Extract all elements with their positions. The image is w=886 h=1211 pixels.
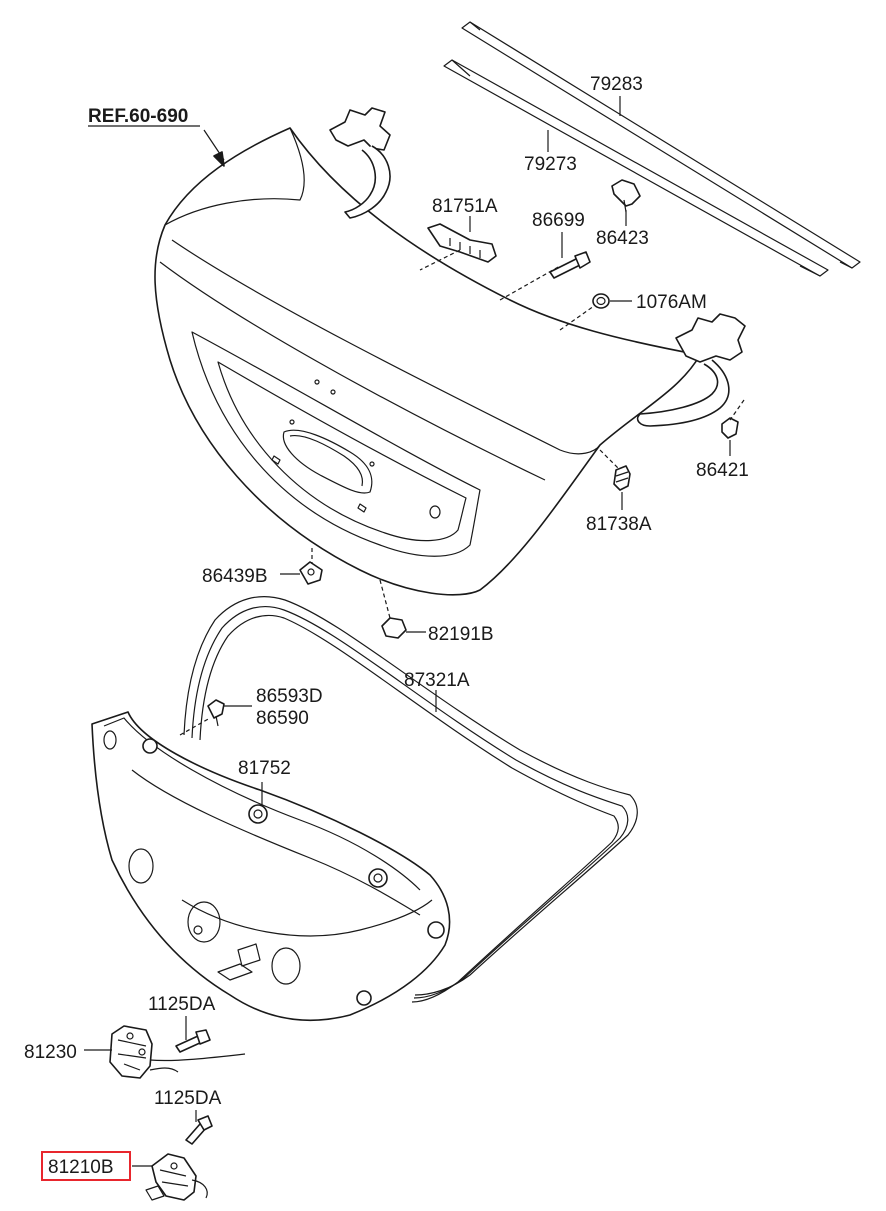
label-1125DA-upper[interactable]: 1125DA [148, 994, 216, 1015]
label-86439B[interactable]: 86439B [202, 566, 268, 587]
label-1076AM[interactable]: 1076AM [636, 292, 707, 313]
label-87321A[interactable]: 87321A [404, 670, 470, 691]
label-86593D[interactable]: 86593D [256, 686, 323, 707]
latch-81230[interactable] [109, 1025, 246, 1079]
grommet-1076AM[interactable] [592, 293, 610, 309]
weatherstrip-87321A[interactable] [183, 596, 638, 1003]
label-81230[interactable]: 81230 [24, 1042, 77, 1063]
actuator-81210B[interactable] [145, 1153, 208, 1201]
label-81751A[interactable]: 81751A [432, 196, 498, 217]
left-hinge [329, 107, 391, 219]
label-82191B[interactable]: 82191B [428, 624, 494, 645]
bolt-86699[interactable] [549, 251, 591, 279]
trim-panel-81752[interactable] [91, 711, 451, 1021]
label-81210B[interactable]: 81210B [48, 1157, 114, 1178]
bolt-1125DA-lower[interactable] [185, 1115, 213, 1145]
label-81752[interactable]: 81752 [238, 758, 291, 779]
label-79283[interactable]: 79283 [590, 74, 643, 95]
plug-82191B[interactable] [381, 617, 407, 639]
label-86590[interactable]: 86590 [256, 708, 309, 729]
highlight-box-81210B [41, 1151, 131, 1181]
clip-86439B[interactable] [299, 561, 323, 585]
label-79273[interactable]: 79273 [524, 154, 577, 175]
clip-86421[interactable] [721, 417, 739, 439]
right-hinge [636, 313, 746, 427]
trunk-lid[interactable] [154, 127, 701, 596]
label-81738A[interactable]: 81738A [586, 514, 652, 535]
leader-lines [84, 96, 745, 1167]
rod-79273[interactable] [443, 59, 829, 277]
bolt-1125DA-upper[interactable] [175, 1029, 211, 1053]
label-86699[interactable]: 86699 [532, 210, 585, 231]
rod-79283[interactable] [461, 21, 861, 269]
label-86421[interactable]: 86421 [696, 460, 749, 481]
label-86423[interactable]: 86423 [596, 228, 649, 249]
fastener-86593D[interactable] [207, 699, 225, 727]
label-1125DA-lower[interactable]: 1125DA [154, 1088, 222, 1109]
bumper-81738A[interactable] [613, 465, 631, 491]
bracket-81751A[interactable] [427, 223, 497, 263]
clip-86423[interactable] [611, 179, 641, 213]
reference-label[interactable]: REF.60-690 [88, 106, 188, 127]
